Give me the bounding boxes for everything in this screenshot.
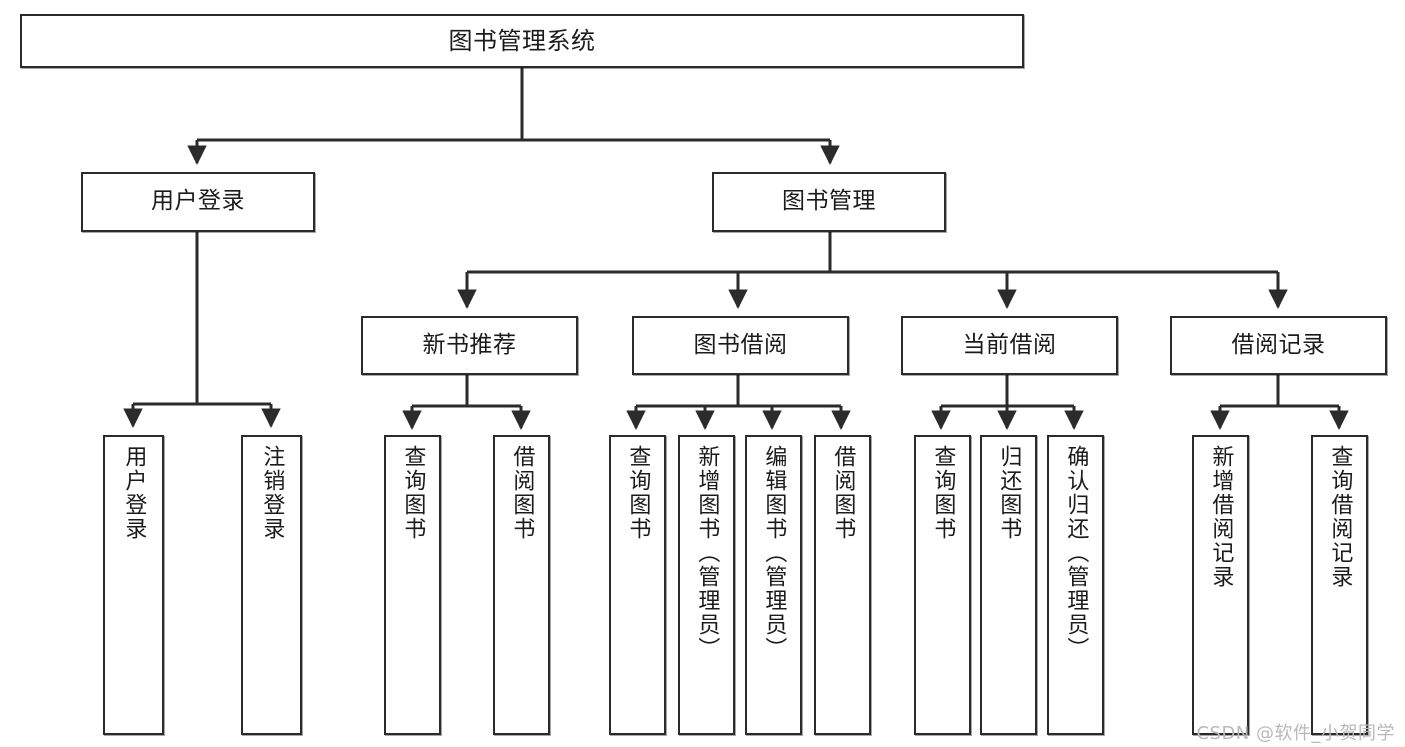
node-label: 图书借阅 [693, 331, 788, 358]
leaf-query-book-1[interactable]: 查询图书 [384, 435, 441, 735]
node-label: 查询图书 [625, 445, 651, 541]
node-root-system[interactable]: 图书管理系统 [20, 14, 1024, 68]
node-label: 借阅图书 [830, 445, 856, 541]
leaf-add-book[interactable]: 新增图书（管理员） [678, 435, 735, 735]
leaf-query-book-3[interactable]: 查询图书 [914, 435, 971, 735]
node-label: 查询图书 [400, 445, 426, 541]
leaf-user-logout[interactable]: 注销登录 [241, 435, 302, 735]
node-label: 用户登录 [151, 188, 245, 215]
leaf-return-book[interactable]: 归还图书 [980, 435, 1037, 735]
node-book-borrow[interactable]: 图书借阅 [632, 316, 849, 375]
leaf-confirm-return[interactable]: 确认归还（管理员） [1047, 435, 1104, 735]
leaf-user-login[interactable]: 用户登录 [103, 435, 164, 735]
leaf-edit-book[interactable]: 编辑图书（管理员） [745, 435, 802, 735]
node-label: 编辑图书（管理员） [761, 445, 787, 661]
node-current-borrow[interactable]: 当前借阅 [901, 316, 1118, 375]
leaf-query-book-2[interactable]: 查询图书 [609, 435, 666, 735]
leaf-add-record[interactable]: 新增借阅记录 [1192, 435, 1249, 735]
node-label: 确认归还（管理员） [1063, 445, 1089, 661]
node-label: 图书管理系统 [448, 26, 596, 55]
leaf-query-record[interactable]: 查询借阅记录 [1311, 435, 1368, 735]
watermark: CSDN @软件_小贺同学 [1196, 723, 1395, 744]
node-label: 借阅记录 [1231, 331, 1326, 358]
node-label: 查询借阅记录 [1327, 445, 1353, 589]
node-label: 新增借阅记录 [1208, 445, 1234, 589]
leaf-borrow-book-2[interactable]: 借阅图书 [814, 435, 871, 735]
node-label: 注销登录 [259, 445, 285, 541]
node-borrow-record[interactable]: 借阅记录 [1170, 316, 1387, 375]
node-label: 查询图书 [930, 445, 956, 541]
node-label: 新增图书（管理员） [694, 445, 720, 661]
node-label: 当前借阅 [962, 331, 1057, 358]
leaf-borrow-book-1[interactable]: 借阅图书 [493, 435, 550, 735]
node-label: 用户登录 [121, 445, 147, 541]
node-label: 归还图书 [996, 445, 1022, 541]
node-new-book-rec[interactable]: 新书推荐 [361, 316, 578, 375]
node-user-login[interactable]: 用户登录 [81, 172, 315, 232]
node-label: 新书推荐 [422, 331, 517, 358]
node-label: 借阅图书 [509, 445, 535, 541]
node-label: 图书管理 [782, 188, 876, 215]
node-book-manage[interactable]: 图书管理 [712, 172, 946, 232]
